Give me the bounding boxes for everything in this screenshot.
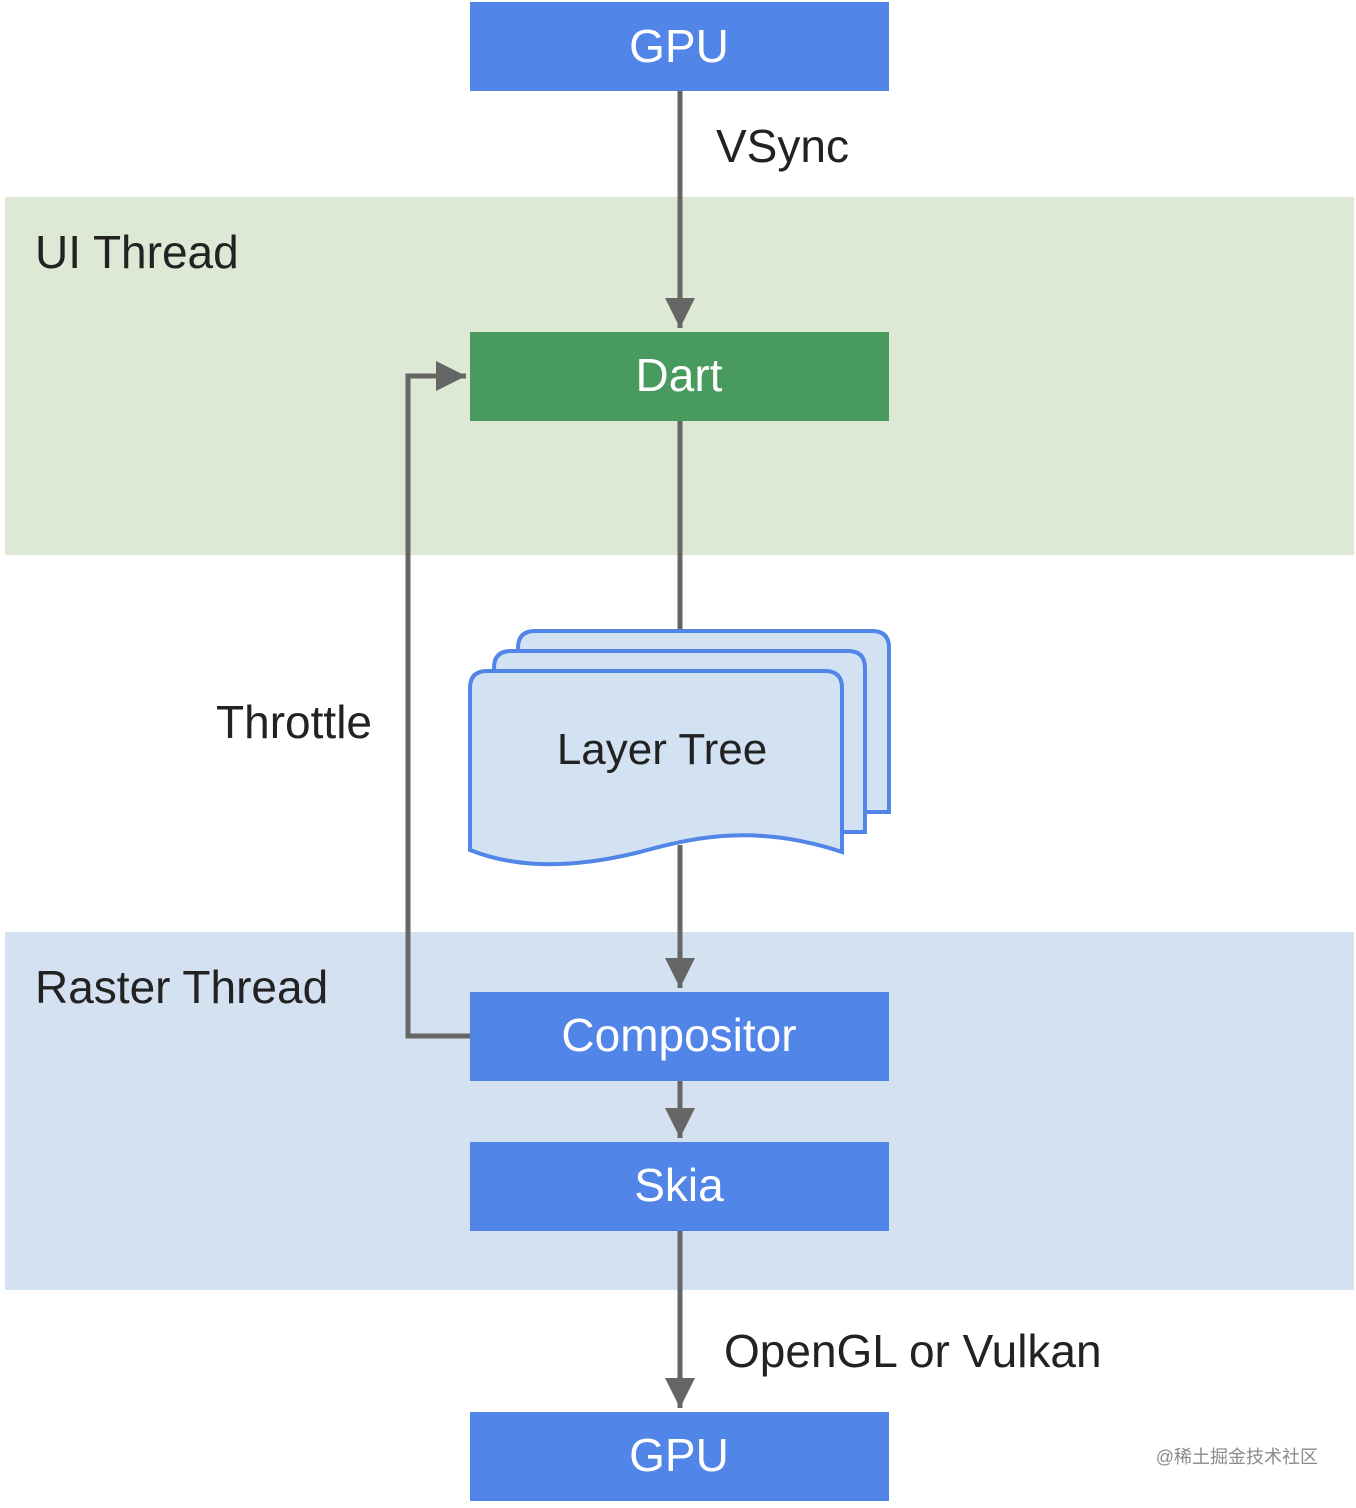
- ui-thread-label: UI Thread: [35, 226, 239, 278]
- skia-label: Skia: [634, 1159, 724, 1211]
- skia-box: [470, 1142, 889, 1231]
- dart-box: [470, 332, 889, 421]
- layer-tree-label: Layer Tree: [557, 725, 767, 774]
- watermark-text: @稀土掘金技术社区: [1156, 1447, 1318, 1467]
- compositor-label: Compositor: [561, 1009, 796, 1061]
- compositor-box: [470, 992, 889, 1081]
- gpu-top-label: GPU: [629, 20, 729, 72]
- throttle-arrow: [405, 361, 470, 1039]
- throttle-label: Throttle: [216, 696, 372, 748]
- raster-thread-label: Raster Thread: [35, 961, 328, 1013]
- vsync-label: VSync: [716, 120, 849, 172]
- gpu-bottom-box: [470, 1412, 889, 1501]
- gpu-bottom-label: GPU: [629, 1429, 729, 1481]
- gpu-top-box: [470, 2, 889, 91]
- opengl-vulkan-label: OpenGL or Vulkan: [724, 1325, 1102, 1377]
- layer-tree-stack: Layer Tree: [468, 629, 891, 867]
- layer-tree-doc-front: [468, 669, 844, 867]
- dart-label: Dart: [636, 349, 723, 401]
